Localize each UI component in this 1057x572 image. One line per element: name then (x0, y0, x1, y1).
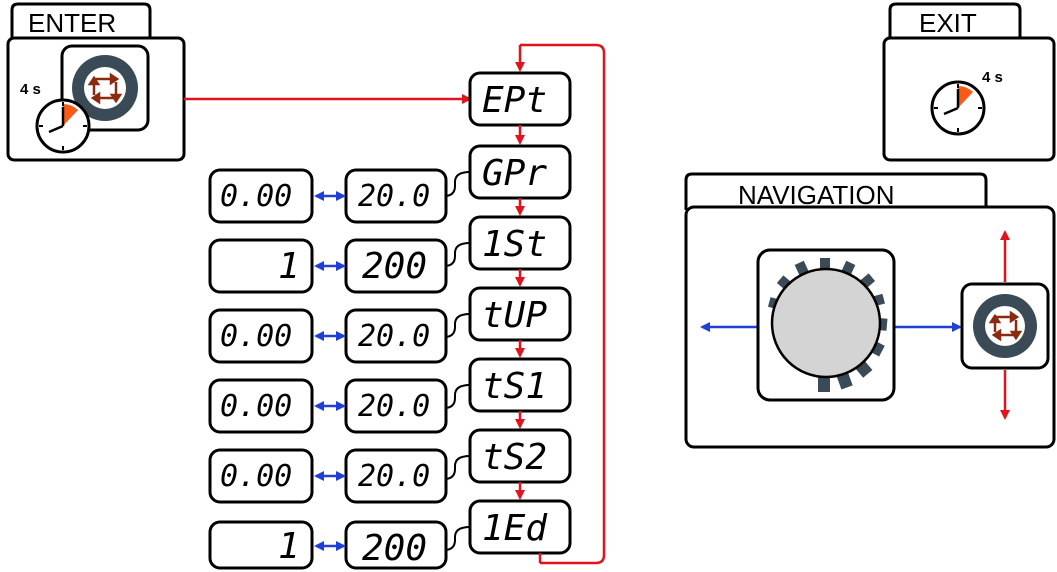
navigation-panel: NAVIGATION (684, 172, 1056, 449)
enter-panel: ENTER 4 s (6, 2, 186, 162)
enter-hold-time: 4 s (20, 81, 41, 98)
value-text: 20.0 (358, 459, 430, 494)
menu-code: tUP (482, 295, 547, 336)
menu-code: tS2 (482, 437, 547, 478)
value-text: 200 (362, 528, 427, 569)
menu-code: GPr (482, 153, 547, 194)
menu-code: tS1 (482, 366, 547, 407)
value-display-ts1[interactable]: 20.0 (344, 378, 448, 434)
exit-label: EXIT (919, 8, 977, 38)
value-display-1ed[interactable]: 200 (344, 520, 448, 570)
value-column: 20.0 0.00 200 1 20.0 0.00 (208, 168, 471, 570)
range-display-tup: 0.00 (208, 308, 314, 364)
range-text: 1 (278, 526, 300, 567)
exit-hold-time: 4 s (982, 69, 1003, 86)
value-display-ts2[interactable]: 20.0 (344, 448, 448, 504)
range-display-1ed: 1 (208, 520, 314, 570)
range-text: 0.00 (220, 459, 292, 494)
range-text: 1 (278, 246, 300, 287)
value-display-1st[interactable]: 200 (344, 238, 448, 294)
range-display-ts2: 0.00 (208, 448, 314, 504)
range-text: 0.00 (220, 319, 292, 354)
menu-code: 1St (482, 224, 547, 265)
value-text: 200 (362, 246, 427, 287)
value-display-gpr[interactable]: 20.0 (344, 168, 448, 224)
loop-back-line (540, 43, 606, 565)
menu-item-ts1[interactable]: tS1 (468, 357, 572, 413)
nav-button[interactable] (960, 282, 1050, 370)
value-text: 20.0 (358, 389, 430, 424)
knob-cap (770, 267, 882, 379)
navigation-label: NAVIGATION (738, 180, 895, 210)
menu-code: EPt (482, 80, 547, 121)
menu-item-1st[interactable]: 1St (468, 215, 572, 271)
clock-icon (35, 98, 91, 154)
menu-code-column: EPt GPr 1St tUP tS1 tS2 1E (468, 71, 572, 563)
menu-item-ts2[interactable]: tS2 (468, 428, 572, 484)
menu-item-gpr[interactable]: GPr (468, 144, 572, 200)
rotary-knob[interactable] (756, 248, 896, 402)
range-display-gpr: 0.00 (208, 168, 314, 224)
menu-item-ept[interactable]: EPt (468, 71, 572, 127)
range-text: 0.00 (220, 389, 292, 424)
rotate-arrows-icon (87, 72, 123, 105)
exit-panel: EXIT 4 s (882, 2, 1056, 162)
value-display-tup[interactable]: 20.0 (344, 308, 448, 364)
range-display-1st: 1 (208, 238, 314, 294)
enter-label: ENTER (28, 8, 116, 38)
rotate-arrows-icon (988, 310, 1023, 342)
range-text: 0.00 (220, 179, 292, 214)
menu-item-tup[interactable]: tUP (468, 286, 572, 342)
value-text: 20.0 (358, 179, 430, 214)
range-display-ts1: 0.00 (208, 378, 314, 434)
value-text: 20.0 (358, 319, 430, 354)
menu-code: 1Ed (482, 508, 548, 549)
menu-item-1ed[interactable]: 1Ed (468, 499, 572, 555)
clock-icon (930, 80, 986, 136)
